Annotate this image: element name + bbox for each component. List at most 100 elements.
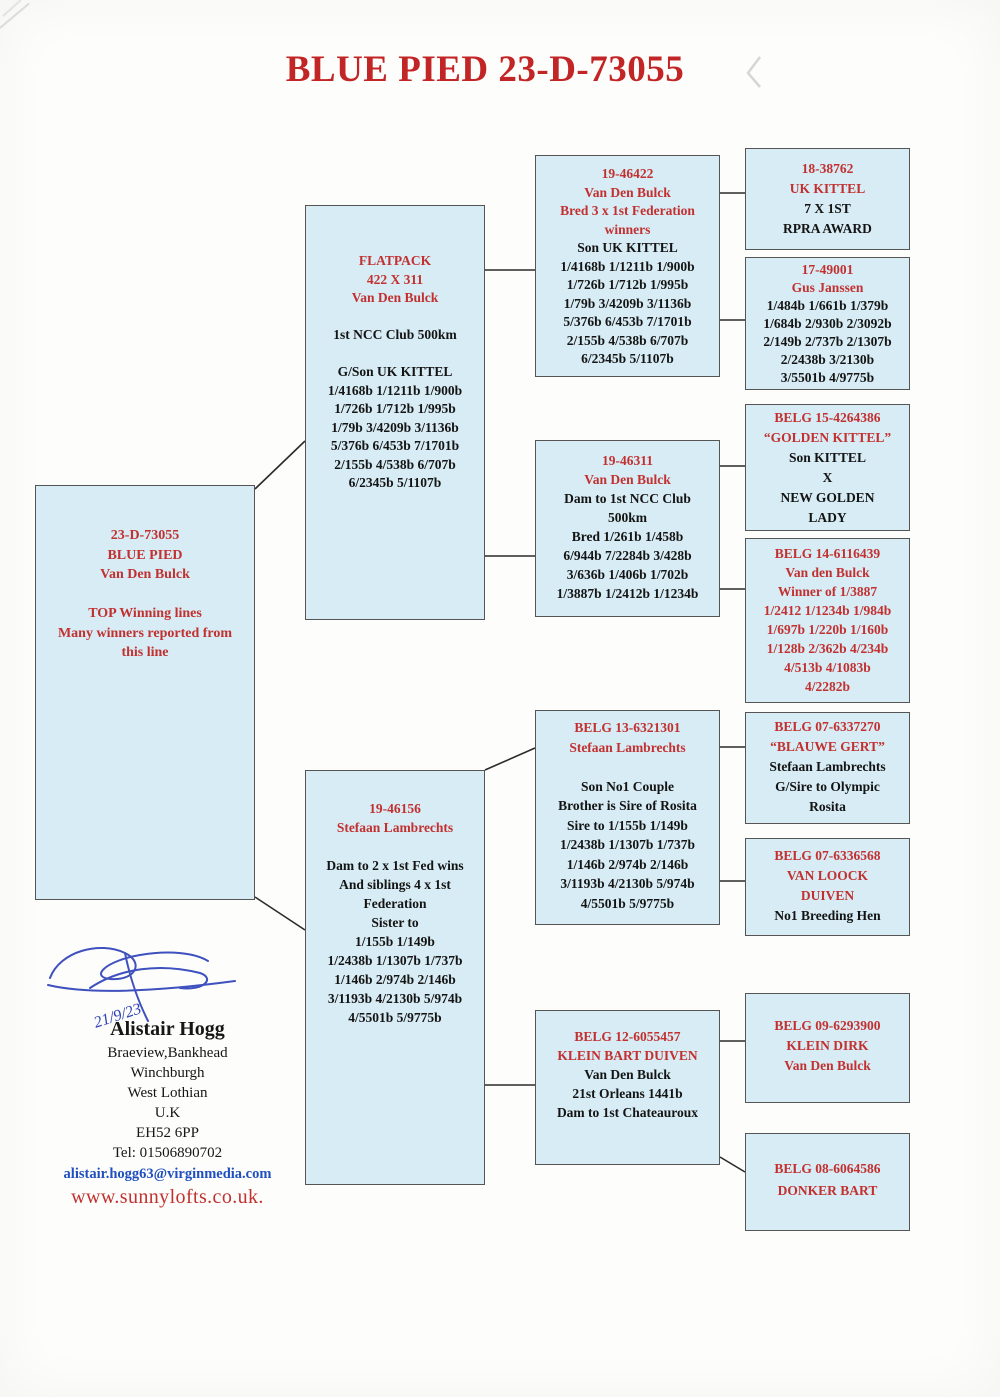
box-text-line: NEW GOLDEN <box>780 490 875 505</box>
box-text-line: DONKER BART <box>777 1183 878 1198</box>
spacer-line <box>308 345 482 364</box>
box-text-line: Bred 3 x 1st Federation <box>560 203 695 218</box>
box-text-line: Van Den Bulck <box>584 472 671 487</box>
box-text-line: 1/3887b 1/2412b 1/1234b <box>556 586 699 601</box>
box-text-line: DUIVEN <box>800 888 855 903</box>
spacer-line <box>308 837 482 856</box>
connector-line <box>254 440 306 490</box>
box-text-line: Dam to 2 x 1st Fed wins <box>326 858 464 873</box>
box-text-line: Sire to 1/155b 1/149b <box>567 817 688 833</box>
box-text-line: 1/79b 3/4209b 3/1136b <box>331 419 459 435</box>
box-text-line: Winner of 1/3887 <box>777 584 878 599</box>
box-text-line: “BLAUWE GERT” <box>770 739 885 754</box>
box-text-line: Dam to 1st Chateauroux <box>556 1105 699 1120</box>
contact-address-line: West Lothian <box>127 1085 208 1101</box>
box-text-line: No1 Breeding Hen <box>774 908 881 923</box>
box-text-line: 4/5501b 5/9775b <box>580 895 675 911</box>
box-text-line: 1/2438b 1/1307b 1/737b <box>327 953 463 968</box>
pedigree-box-belg-07-6337270: BELG 07-6337270“BLAUWE GERT”Stefaan Lamb… <box>745 712 910 824</box>
box-text-line: 1/4168b 1/1211b 1/900b <box>327 382 463 398</box>
box-text-line: Rosita <box>809 799 846 814</box>
box-text-line: BELG 07-6337270 <box>774 719 881 734</box>
connector-line <box>254 896 306 931</box>
box-text-line: Van Den Bulck <box>784 1058 871 1073</box>
box-text-line: TOP Winning lines <box>88 606 202 621</box>
signature-stroke <box>47 980 236 992</box>
box-text-line: 1/697b 1/220b 1/160b <box>766 622 889 637</box>
connector-line <box>719 1156 746 1173</box>
pedigree-box-belg-15-4264386: BELG 15-4264386“GOLDEN KITTEL”Son KITTEL… <box>745 404 910 531</box>
box-text-line: UK KITTEL <box>789 181 866 196</box>
box-text-line: Federation <box>363 896 427 911</box>
box-text-line: FLATPACK <box>358 253 432 268</box>
page-title: BLUE PIED 23-D-73055 <box>285 49 685 90</box>
box-text-line: 19-46311 <box>601 453 653 468</box>
box-text-line: BELG 13-6321301 <box>574 720 681 735</box>
box-text-line: G/Sire to Olympic <box>775 779 880 794</box>
box-text-line: 1/684b 2/930b 2/3092b <box>763 316 892 331</box>
signature-stroke <box>124 952 149 1022</box>
box-text-line: Many winners reported from <box>57 625 233 641</box>
contact-website: www.sunnylofts.co.uk. <box>71 1186 264 1208</box>
box-text-line: 18-38762 <box>801 161 854 176</box>
box-text-line: BELG 07-6336568 <box>774 848 881 863</box>
contact-phone: Tel: 01506890702 <box>112 1145 223 1161</box>
contact-address-line: Winchburgh <box>130 1065 205 1081</box>
box-text-line: 17-49001 <box>801 262 854 277</box>
box-text-line: 21st Orleans 1441b <box>572 1086 683 1101</box>
box-text-line: 6/2345b 5/1107b <box>581 351 674 366</box>
contact-email: alistair.hogg63@virginmedia.com <box>63 1166 272 1182</box>
contact-name: Alistair Hogg <box>110 1018 225 1040</box>
box-text-line: Van Den Bulck <box>584 1067 671 1082</box>
box-text-line: winners <box>604 221 651 237</box>
box-text-line: KLEIN BART DUIVEN <box>557 1048 698 1063</box>
box-text-line: 1/155b 1/149b <box>355 934 435 949</box>
box-text-line: G/Son UK KITTEL <box>337 364 453 379</box>
box-text-line: 6/2345b 5/1107b <box>348 475 442 490</box>
box-text-line: 1/484b 1/661b 1/379b <box>766 298 889 313</box>
contact-address-line: EH52 6PP <box>136 1125 199 1141</box>
box-text-line: 3/1193b 4/2130b 5/974b <box>327 991 463 1006</box>
box-text-line: BELG 12-6055457 <box>574 1029 681 1044</box>
box-text-line: 1/146b 2/974b 2/146b <box>566 856 689 872</box>
scan-artifact <box>0 2 30 32</box>
connector-line <box>484 747 536 771</box>
box-text-line: 1/146b 2/974b 2/146b <box>334 972 456 987</box>
box-text-line: 2/155b 4/538b 6/707b <box>566 332 689 348</box>
box-text-line: 4/2282b <box>804 679 850 694</box>
box-text-line: 3/1193b 4/2130b 5/974b <box>560 876 695 891</box>
box-text-line: Brother is Sire of Rosita <box>558 798 697 813</box>
box-text-line: Son KITTEL <box>789 450 866 465</box>
signature: 21/9/23 <box>47 947 236 1032</box>
box-text-line: 4/5501b 5/9775b <box>348 1010 442 1025</box>
box-text-line: BELG 15-4264386 <box>774 410 881 425</box>
box-text-line: Van Den Bulck <box>584 184 671 200</box>
box-text-line: BELG 14-6116439 <box>774 546 881 561</box>
contact-address-line: Braeview,Bankhead <box>107 1045 228 1061</box>
box-text-line: 7 X 1ST <box>804 201 851 216</box>
box-text-line: RPRA AWARD <box>783 221 872 236</box>
box-text-line: Dam to 1st NCC Club <box>564 491 691 506</box>
box-text-line: BELG 09-6293900 <box>774 1018 881 1033</box>
box-text-line: 5/376b 6/453b 7/1701b <box>330 438 460 453</box>
box-text-line: Van den Bulck <box>785 565 870 580</box>
contact-block: Alistair Hogg Braeview,Bankhead Winchbur… <box>25 1018 310 1209</box>
spacer-line <box>308 308 482 327</box>
box-text-line: 1/2412 1/1234b 1/984b <box>763 603 892 618</box>
box-text-line: Stefaan Lambrechts <box>336 820 454 835</box>
box-text-line: 1/726b 1/712b 1/995b <box>334 401 456 416</box>
box-text-line: 6/944b 7/2284b 3/428b <box>563 548 692 563</box>
box-text-line: 4/513b 4/1083b <box>784 660 871 675</box>
box-text-line: Bred 1/261b 1/458b <box>571 529 684 544</box>
